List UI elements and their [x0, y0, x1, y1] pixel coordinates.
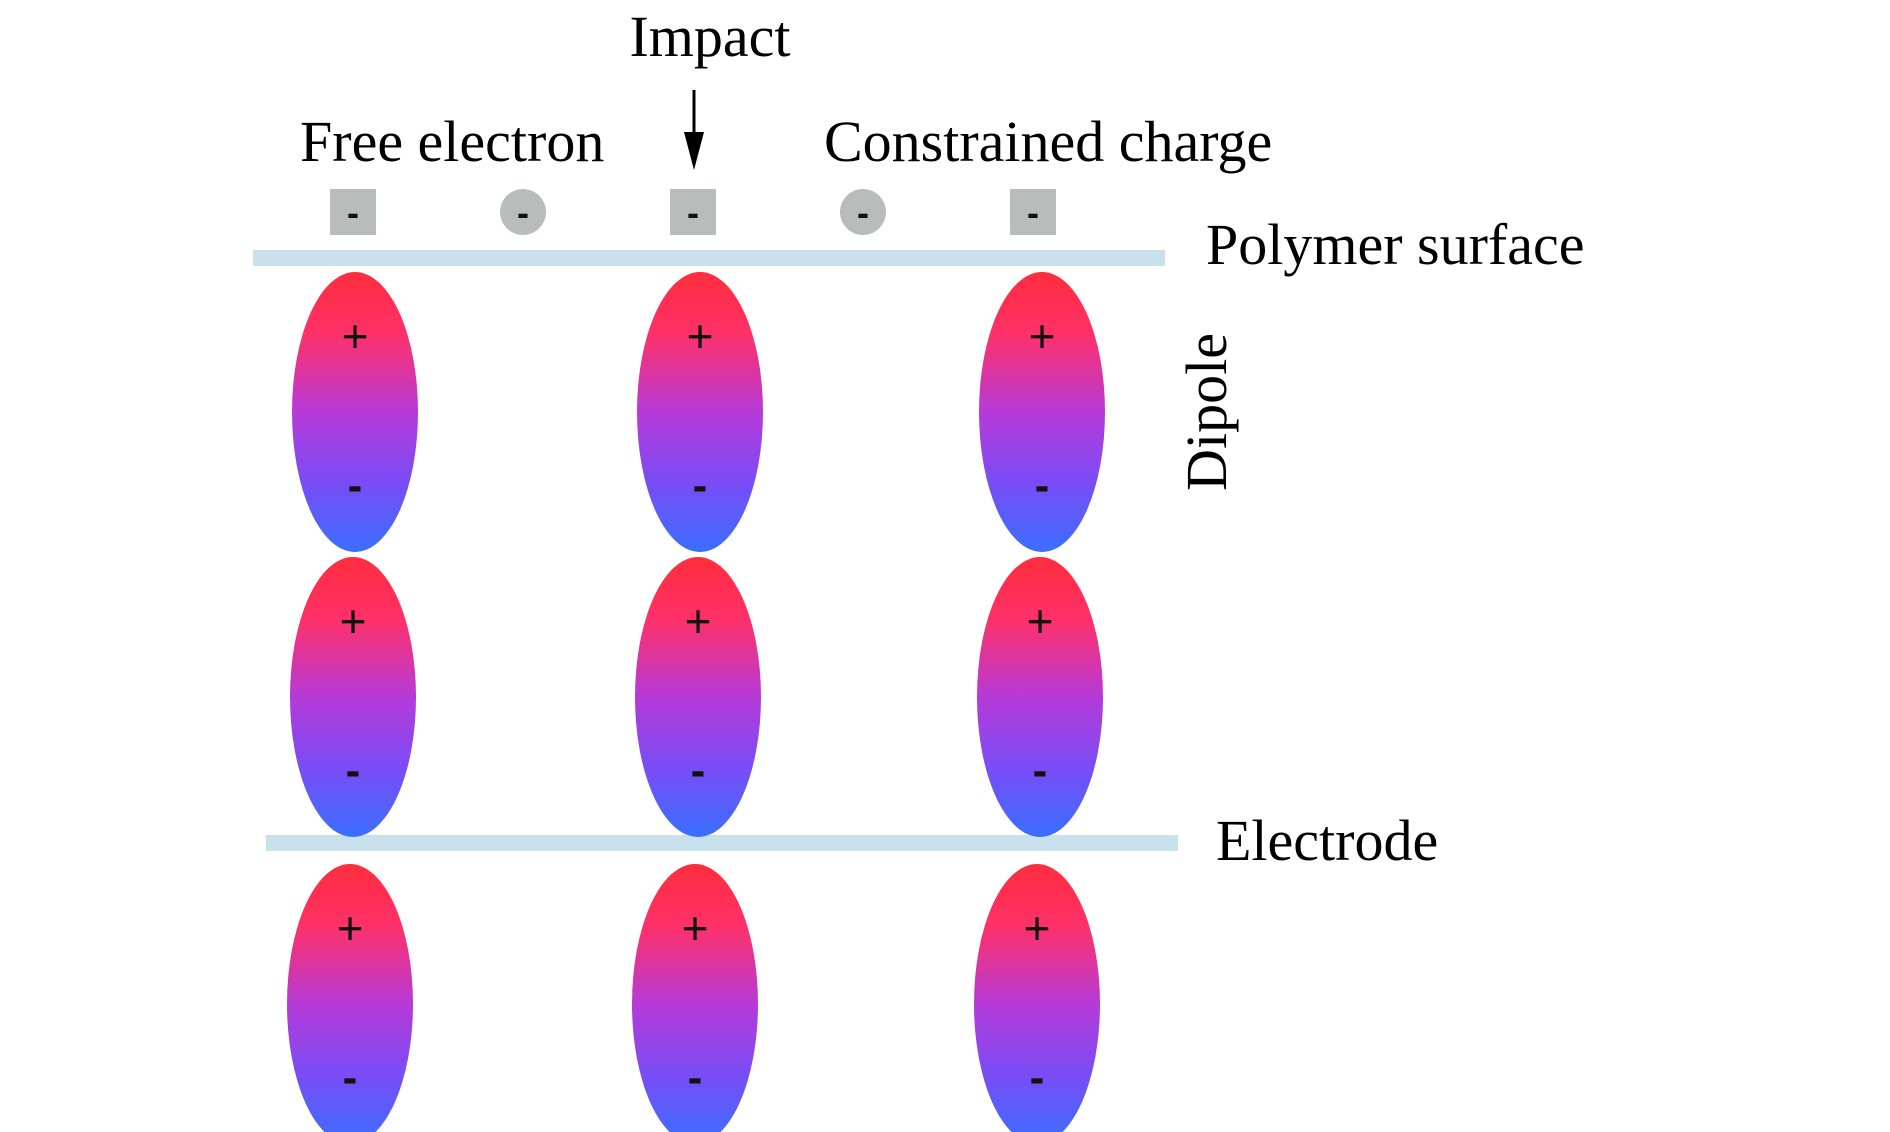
dipole-minus-sign: -	[691, 746, 706, 795]
charge-minus-sign: -	[687, 192, 699, 233]
dipole-plus-sign: +	[685, 595, 712, 647]
dipole: +-	[979, 272, 1105, 552]
dipole-label: Dipole	[1174, 333, 1239, 491]
dipole-minus-sign: -	[688, 1053, 703, 1102]
dipole: +-	[632, 864, 758, 1132]
surface-charges: -----	[330, 189, 1056, 235]
dipole: +-	[977, 557, 1103, 837]
electrode-line	[266, 835, 1178, 851]
dipole-minus-sign: -	[346, 746, 361, 795]
free-electron-icon: -	[840, 189, 886, 235]
dipole-body	[287, 864, 413, 1132]
dipole: +-	[635, 557, 761, 837]
free-electron-icon: -	[500, 189, 546, 235]
dipole: +-	[974, 864, 1100, 1132]
dipole-body	[290, 557, 416, 837]
polymer-surface-label: Polymer surface	[1206, 212, 1584, 277]
electrode-label: Electrode	[1216, 808, 1438, 873]
constrained-charge-label: Constrained charge	[824, 109, 1272, 174]
dipole-plus-sign: +	[337, 902, 364, 954]
dipole-body	[637, 272, 763, 552]
dipole-minus-sign: -	[1033, 746, 1048, 795]
dipole: +-	[637, 272, 763, 552]
dipole: +-	[287, 864, 413, 1132]
dipole-minus-sign: -	[348, 461, 363, 510]
polymer-surface-line	[253, 250, 1165, 266]
dipole-minus-sign: -	[1030, 1053, 1045, 1102]
charge-minus-sign: -	[1027, 192, 1039, 233]
dipole: +-	[292, 272, 418, 552]
dipole: +-	[290, 557, 416, 837]
constrained-charge-icon: -	[1010, 189, 1056, 235]
dipole-body	[979, 272, 1105, 552]
dipole-plus-sign: +	[1029, 310, 1056, 362]
dipole-plus-sign: +	[340, 595, 367, 647]
impact-label: Impact	[629, 4, 790, 69]
dipole-body	[635, 557, 761, 837]
free-electron-label: Free electron	[300, 109, 604, 174]
dipole-plus-sign: +	[1024, 902, 1051, 954]
dipole-minus-sign: -	[1035, 461, 1050, 510]
dipole-body	[977, 557, 1103, 837]
dipole-body	[292, 272, 418, 552]
dipole-minus-sign: -	[343, 1053, 358, 1102]
charge-minus-sign: -	[517, 192, 529, 233]
impact-arrow-icon	[684, 90, 704, 170]
dipole-plus-sign: +	[1027, 595, 1054, 647]
constrained-charge-icon: -	[670, 189, 716, 235]
dipole-grid: +-+-+-+-+-+-+-+-+-	[287, 272, 1105, 1132]
charge-minus-sign: -	[347, 192, 359, 233]
charge-minus-sign: -	[857, 192, 869, 233]
dipole-plus-sign: +	[682, 902, 709, 954]
dipole-plus-sign: +	[342, 310, 369, 362]
constrained-charge-icon: -	[330, 189, 376, 235]
dipole-plus-sign: +	[687, 310, 714, 362]
dipole-body	[632, 864, 758, 1132]
dipole-minus-sign: -	[693, 461, 708, 510]
dipole-body	[974, 864, 1100, 1132]
